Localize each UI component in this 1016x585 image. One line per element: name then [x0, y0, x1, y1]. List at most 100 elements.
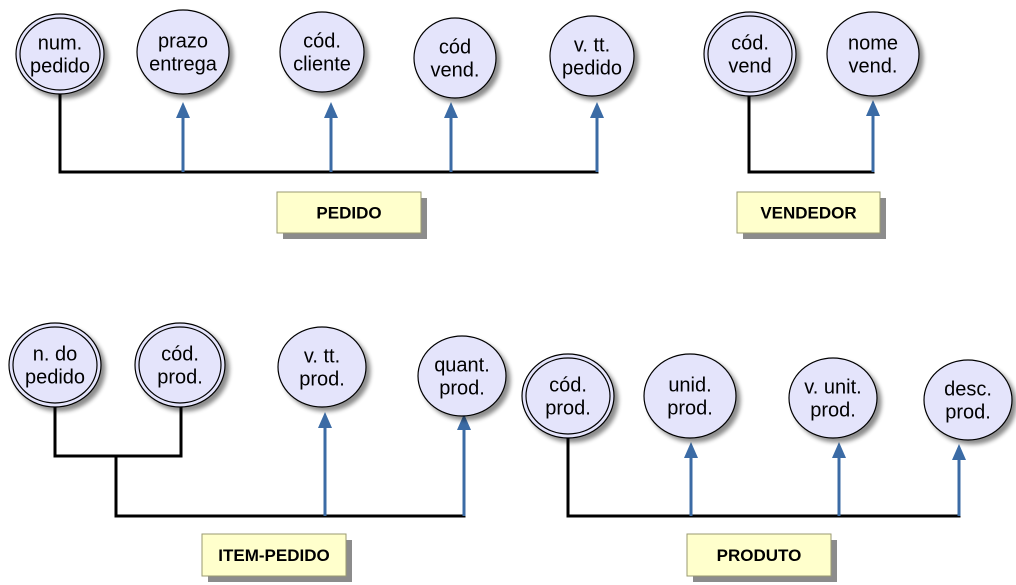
attribute-label-line: pedido	[25, 367, 85, 389]
attribute-label-line: prod.	[810, 400, 856, 422]
attribute-label-line: cód.	[549, 375, 587, 397]
attribute-produto-v-unit-prod: v. unit.prod.	[788, 357, 878, 439]
connector-layer	[53, 92, 966, 518]
arrow-head	[952, 444, 966, 460]
attribute-label-line: pedido	[30, 56, 90, 78]
arrow-v-tt-pedido	[590, 102, 604, 172]
entity-label: ITEM-PEDIDO	[218, 546, 329, 565]
attribute-label-line: prod.	[439, 378, 485, 400]
arrow-prazo-entrega	[176, 102, 190, 172]
arrow-nome-vend	[866, 100, 880, 172]
attribute-label-line: vend.	[431, 60, 480, 82]
attribute-label-line: prod.	[157, 367, 203, 389]
attribute-bubble	[8, 322, 102, 408]
attribute-bubble	[703, 11, 797, 97]
attribute-item-v-tt-prod: v. tt.prod.	[277, 326, 367, 408]
arrow-cod-cliente	[324, 102, 338, 172]
arrow-cod-vend	[444, 102, 458, 172]
entity-label: PEDIDO	[316, 204, 381, 223]
arrow-quant-prod	[457, 414, 471, 516]
attribute-bubble	[417, 335, 507, 417]
arrow-head	[590, 102, 604, 118]
attribute-produto-desc-prod: desc.prod.	[923, 359, 1013, 441]
attribute-label-line: n. do	[33, 344, 77, 366]
attribute-label-line: entrega	[149, 54, 218, 76]
entity-box	[201, 533, 347, 577]
entity-layer: PEDIDO VENDEDOR ITEM-PEDIDO PRODUTO	[201, 191, 886, 582]
attribute-item-cod-prod: cód.prod.	[134, 322, 226, 408]
attribute-label-line: prazo	[158, 31, 208, 53]
attribute-pedido-cod-cliente: cód.cliente	[279, 11, 365, 93]
entity-box	[686, 533, 832, 577]
attribute-label-line: cód.	[731, 33, 769, 55]
entity-box	[276, 191, 422, 234]
attribute-label-line: v. unit.	[804, 377, 861, 399]
key-ring	[12, 326, 98, 404]
attribute-label-line: cliente	[293, 54, 351, 76]
attribute-label-line: unid.	[668, 375, 711, 397]
arrow-v-tt-prod	[318, 412, 332, 516]
attribute-bubble	[277, 326, 367, 408]
attribute-label-line: cód	[439, 37, 471, 59]
entity-produto: PRODUTO	[686, 533, 837, 582]
arrow-v-unit-prod	[832, 442, 846, 516]
entity-item-pedido: ITEM-PEDIDO	[201, 533, 352, 582]
attribute-label-line: desc.	[944, 379, 992, 401]
entity-label: PRODUTO	[717, 546, 802, 565]
arrow-desc-prod	[952, 444, 966, 516]
attribute-layer: num.pedidoprazoentregacód.clientecódvend…	[8, 9, 1013, 441]
arrow-head	[866, 100, 880, 116]
attribute-label-line: prod.	[945, 402, 991, 424]
attribute-label-line: vend.	[849, 56, 898, 78]
attribute-bubble	[643, 353, 737, 439]
arrow-unid-prod	[684, 442, 698, 516]
attribute-bubble	[413, 17, 497, 99]
arrow-head	[324, 102, 338, 118]
attribute-label-line: prod.	[667, 398, 713, 420]
key-ring	[19, 17, 101, 91]
arrow-head	[832, 442, 846, 458]
attribute-label-line: vend	[728, 56, 771, 78]
attribute-bubble	[136, 9, 230, 95]
attribute-bubble	[521, 353, 615, 439]
entity-pedido: PEDIDO	[276, 191, 427, 239]
attribute-label-line: num.	[38, 33, 82, 55]
attribute-label-line: prod.	[299, 369, 345, 391]
attribute-pedido-v-tt-pedido: v. tt.pedido	[549, 15, 635, 97]
attribute-produto-unid-prod: unid.prod.	[643, 353, 737, 439]
entity-label: VENDEDOR	[760, 204, 856, 223]
attribute-label-line: v. tt.	[574, 35, 610, 57]
attribute-label-line: cód.	[303, 31, 341, 53]
arrow-head	[318, 412, 332, 428]
attribute-label-line: cód.	[161, 344, 199, 366]
arrow-head	[444, 102, 458, 118]
entity-box	[736, 191, 881, 234]
attribute-produto-cod-prod: cód.prod.	[521, 353, 615, 439]
attribute-bubble	[279, 11, 365, 93]
key-ring	[525, 357, 611, 435]
attribute-bubble	[15, 13, 105, 95]
arrow-head	[176, 102, 190, 118]
arrow-head	[684, 442, 698, 458]
attribute-item-quant-prod: quant.prod.	[417, 335, 507, 417]
attribute-vendedor-cod-vend: cód.vend	[703, 11, 797, 97]
attribute-label-line: prod.	[545, 398, 591, 420]
attribute-label-line: nome	[848, 33, 898, 55]
attribute-bubble	[923, 359, 1013, 441]
entity-vendedor: VENDEDOR	[736, 191, 886, 239]
arrow-head	[457, 414, 471, 430]
attribute-bubble	[826, 11, 920, 97]
attribute-bubble	[788, 357, 878, 439]
key-ring	[707, 15, 793, 93]
attribute-pedido-num-pedido: num.pedido	[15, 13, 105, 95]
attribute-label-line: v. tt.	[304, 346, 340, 368]
attribute-bubble	[134, 322, 226, 408]
attribute-label-line: quant.	[434, 355, 490, 377]
attribute-label-line: pedido	[562, 58, 622, 80]
attribute-bubble	[549, 15, 635, 97]
